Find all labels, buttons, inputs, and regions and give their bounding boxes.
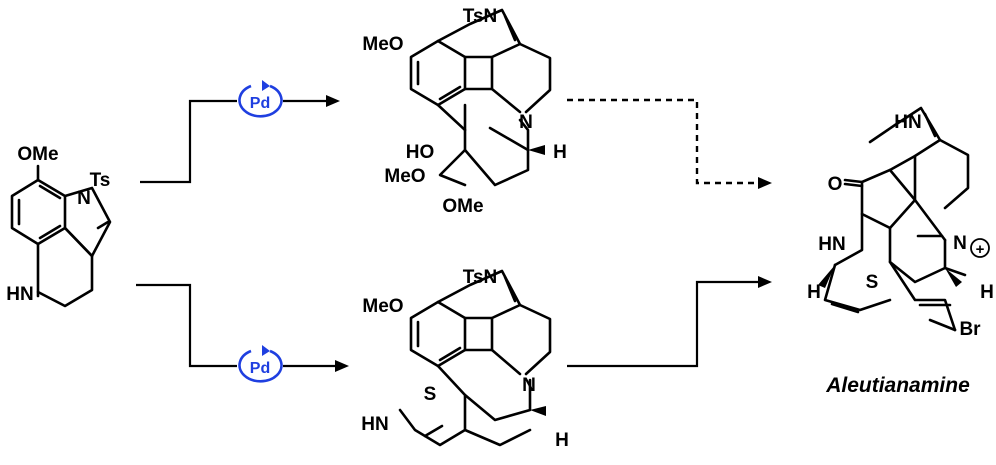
product-br-label: Br xyxy=(959,319,981,340)
product-charge-label: + xyxy=(976,241,985,258)
product-hn-left-label: HN xyxy=(818,234,845,255)
stereo-wedge xyxy=(530,406,546,416)
bottom-tsn-label: TsN xyxy=(463,267,497,288)
positive-charge-circle xyxy=(970,238,990,258)
product-hn-top-label: HN xyxy=(894,112,921,133)
product-o-label: O xyxy=(828,174,843,195)
product-n-label: N xyxy=(953,233,967,254)
bottom-h-label: H xyxy=(555,430,569,451)
bottom-s-label: S xyxy=(424,384,437,405)
pd-catalyst-top: Pd xyxy=(238,80,283,118)
stereo-wedge xyxy=(818,265,835,288)
top-intermediate: TsN MeO N HO H MeO OMe xyxy=(362,6,566,217)
start-tosyl-label: Ts xyxy=(90,170,111,191)
start-material: OMe Ts N HN xyxy=(6,144,112,308)
dashed-route xyxy=(567,98,772,189)
bottom-n-label: N xyxy=(522,375,536,396)
bottom-to-product-route xyxy=(567,276,772,368)
bottom-arrowhead xyxy=(335,360,349,372)
pd-label-top: Pd xyxy=(250,95,270,112)
top-arrowhead xyxy=(326,95,340,107)
start-nh-label: HN xyxy=(6,284,33,305)
bottom-route xyxy=(136,283,349,372)
start-n-label: N xyxy=(77,188,91,209)
bottom-methoxy-label: MeO xyxy=(362,296,403,317)
product-name-label: Aleutianamine xyxy=(825,374,970,397)
pd-label-bottom: Pd xyxy=(250,360,270,377)
product-h-left-label: H xyxy=(807,282,821,303)
dashed-arrowhead xyxy=(758,177,772,189)
product-h-right-label: H xyxy=(980,282,994,303)
top-n-label: N xyxy=(519,112,533,133)
top-meo2-label: MeO xyxy=(384,166,425,187)
top-ome-label: OMe xyxy=(442,196,483,217)
top-h-label: H xyxy=(553,142,567,163)
product-structure: HN O HN N + S H H Br xyxy=(807,106,994,340)
stereo-wedge xyxy=(528,145,545,155)
pd-cycle-arrow-icon xyxy=(262,80,270,91)
top-tsn-label: TsN xyxy=(463,6,497,27)
bottom-product-arrowhead xyxy=(758,276,772,288)
top-route xyxy=(140,95,340,184)
pd-catalyst-bottom: Pd xyxy=(238,345,283,383)
pd-cycle-arrow-icon xyxy=(262,345,270,356)
bottom-intermediate: TsN MeO N S HN H xyxy=(361,267,569,451)
start-methoxy-label: OMe xyxy=(17,144,58,165)
top-methoxy-label: MeO xyxy=(362,34,403,55)
top-ho-label: HO xyxy=(406,142,435,163)
product-s-label: S xyxy=(866,272,879,293)
bottom-hn-label: HN xyxy=(361,414,388,435)
stereo-wedge xyxy=(945,268,962,287)
